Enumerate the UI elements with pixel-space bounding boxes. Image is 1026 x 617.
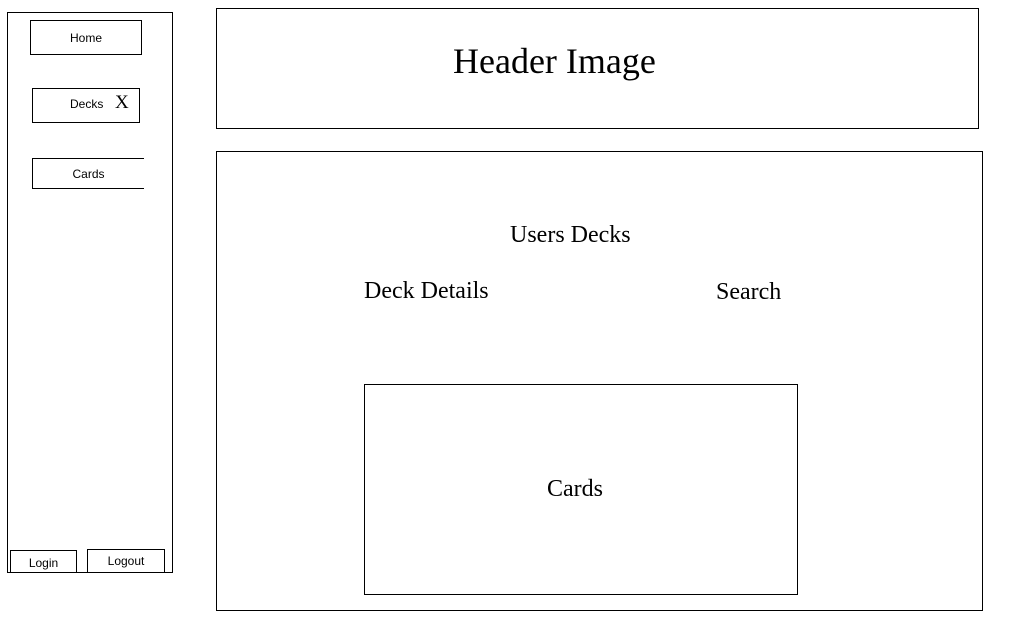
header-image [216, 8, 979, 129]
login-button[interactable]: Login [10, 550, 77, 573]
login-button-label: Login [28, 556, 59, 570]
cards-panel-label: Cards [547, 476, 603, 502]
deck-details[interactable]: Deck Details [364, 278, 489, 304]
logout-button[interactable]: Logout [87, 549, 165, 573]
search-field[interactable]: Search [716, 279, 782, 305]
main-content [216, 151, 983, 611]
close-icon[interactable]: X [115, 92, 129, 113]
sidebar-item-home[interactable]: Home [30, 20, 142, 55]
sidebar-item-label: Decks [70, 97, 104, 111]
sidebar-item-label: Cards [72, 166, 105, 181]
sidebar-item-decks[interactable]: Decks X [32, 88, 140, 123]
header-title: Header Image [453, 41, 656, 81]
logout-button-label: Logout [107, 554, 145, 568]
sidebar-item-cards[interactable]: Cards [32, 158, 144, 189]
page-title: Users Decks [510, 222, 631, 248]
sidebar-item-label: Home [69, 30, 102, 45]
cards-panel [364, 384, 798, 595]
